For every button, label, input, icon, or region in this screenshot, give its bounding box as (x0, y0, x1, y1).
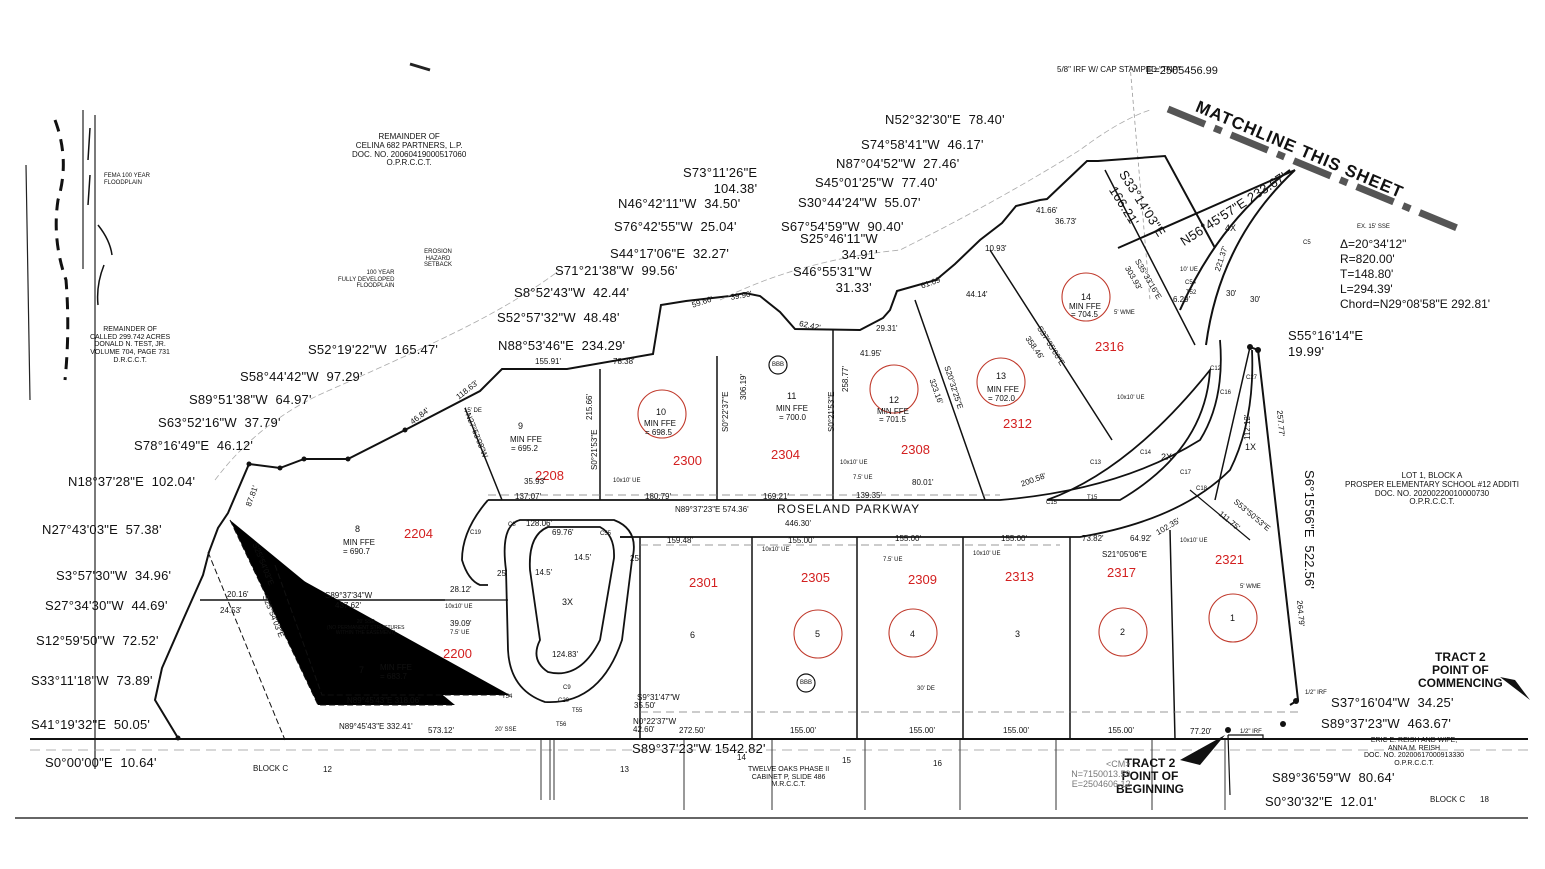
south-boundary-call: S89°37'23"W 1542.82' (632, 741, 766, 756)
south-lot-18: 18 (1480, 795, 1489, 804)
call-s89-463: S89°37'23"W 463.67' (1321, 716, 1452, 731)
top-monument-note: 5/8" IRF W/ CAP STAMPED "TNP" (1057, 65, 1181, 74)
block-4x: 4X (1225, 223, 1237, 233)
block-3x: 3X (562, 597, 574, 607)
call-s37: S37°16'04"W 34.25' (1331, 695, 1454, 710)
south-lot-12: 12 (323, 765, 332, 774)
call-s89-80: S89°36'59"W 80.64' (1272, 770, 1395, 785)
block-c-label-west: BLOCK C (253, 764, 289, 773)
south-lot-16: 16 (933, 759, 942, 768)
road-name: ROSELAND PARKWAY (777, 502, 921, 516)
road-south-length: 446.30' (785, 519, 811, 528)
block-1x: 1X (1245, 442, 1257, 452)
curve-data: Δ=20°34'12"R=820.00'T=148.80'L=294.39'Ch… (1340, 237, 1491, 311)
road-call: N89°37'23"E 574.36' (675, 505, 749, 514)
call-s0-12: S0°30'32"E 12.01' (1265, 794, 1377, 809)
bbb-marker-south: BBB (800, 680, 813, 686)
south-lot-14: 14 (737, 753, 746, 762)
call-s6: S6°15'56"E 522.56' (1302, 470, 1317, 590)
block-c-label-east: BLOCK C (1430, 795, 1466, 804)
top-easting: E=2505456.99 (1146, 65, 1218, 77)
block-2x: 2X (1161, 452, 1173, 462)
south-lot-15: 15 (842, 756, 851, 765)
south-lot-13: 13 (620, 765, 629, 774)
bbb-marker-north: BBB (772, 362, 785, 368)
